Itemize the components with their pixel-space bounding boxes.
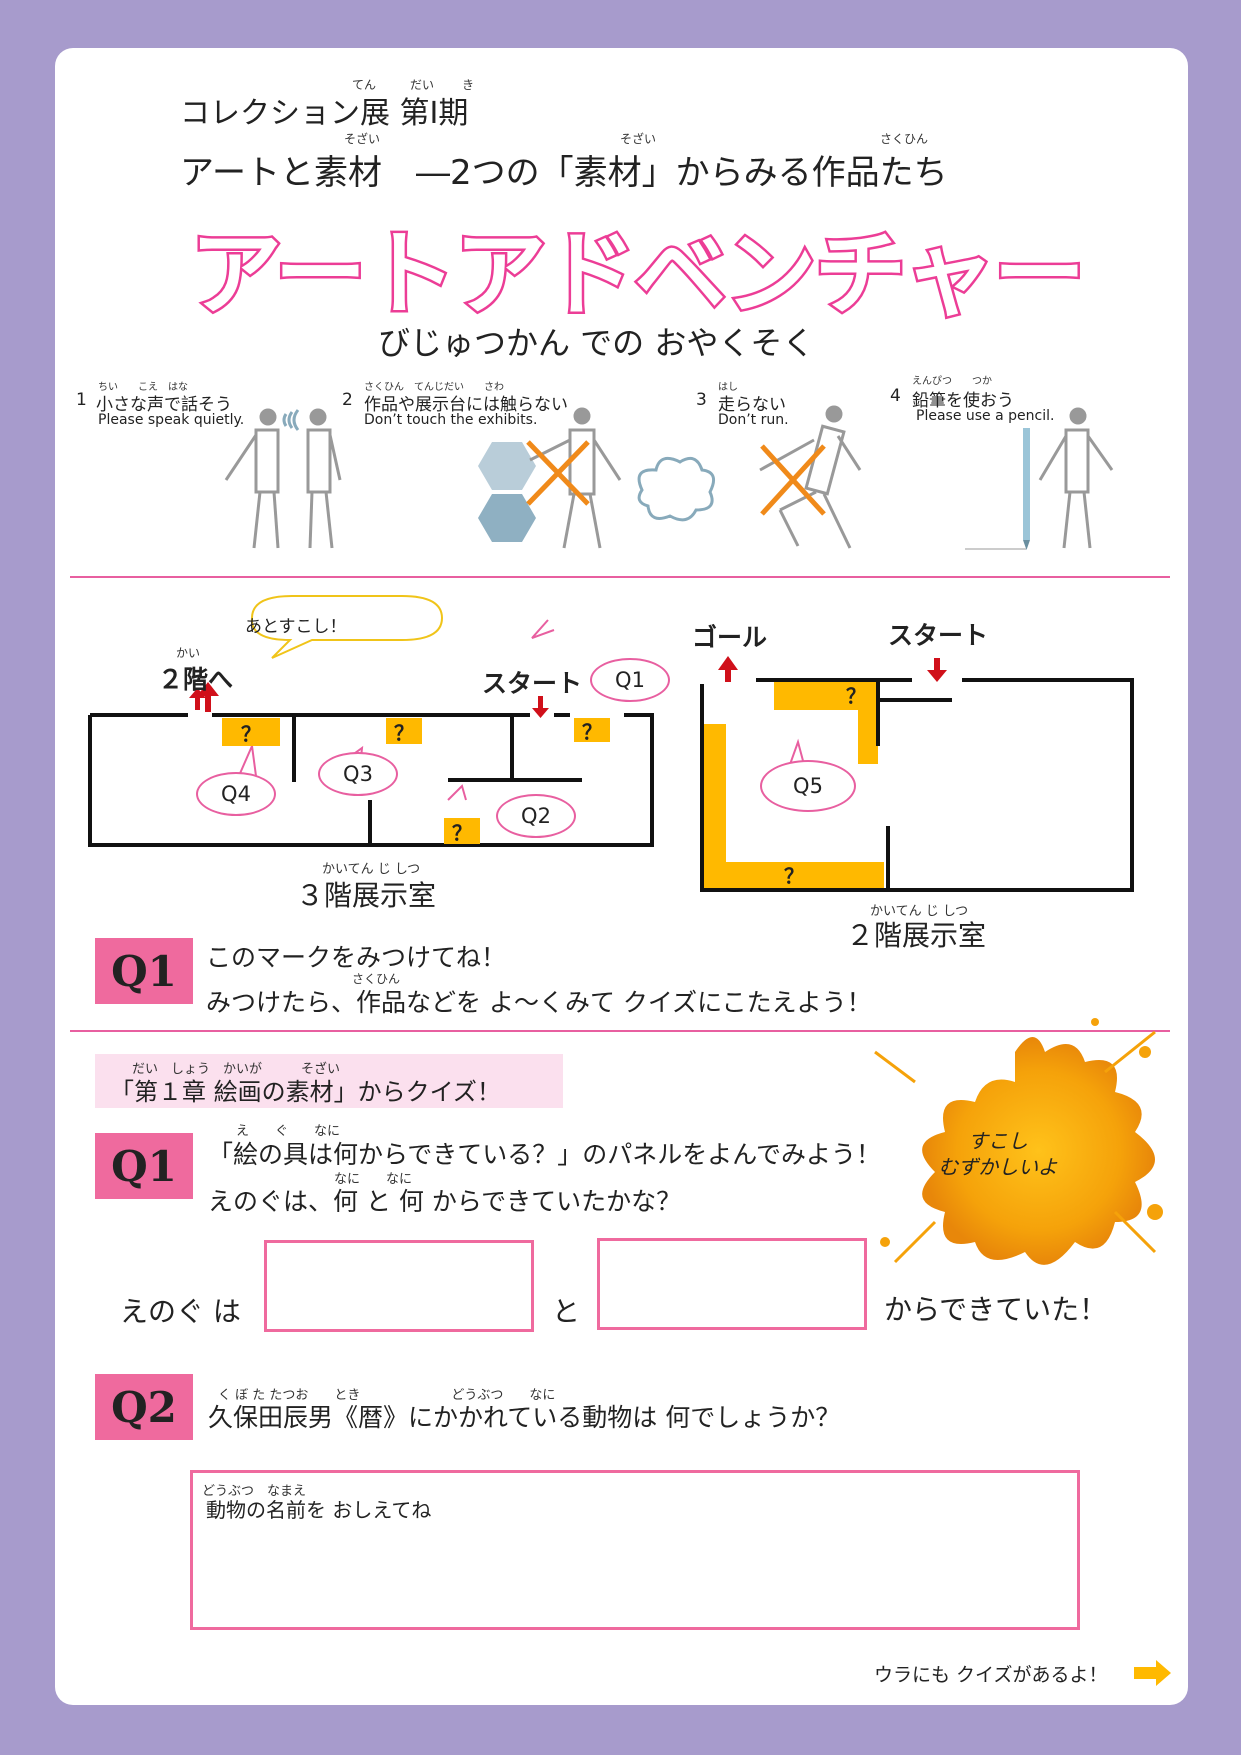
intro-q1-label: Q1 bbox=[95, 938, 193, 1004]
ruby-sakuhin: さくひん bbox=[880, 132, 929, 146]
paint-splash-icon bbox=[874, 1018, 1163, 1265]
section-divider-1 bbox=[70, 576, 1170, 578]
q1-line1: 「絵の具は何からできている？」のパネルをよんでみよう！ bbox=[208, 1140, 882, 1169]
answer-and: と bbox=[552, 1295, 581, 1328]
start-label-2f: スタート bbox=[888, 621, 989, 650]
ruby-sozai-2: そざい bbox=[620, 132, 657, 146]
to2f-ruby: かい bbox=[176, 646, 201, 660]
marker-q4: ？ bbox=[222, 718, 280, 746]
goal-label: ゴール bbox=[692, 623, 768, 652]
map-3f bbox=[88, 595, 654, 847]
marker-q2: ？ bbox=[444, 818, 480, 845]
marker-q5-top: ？ bbox=[846, 684, 866, 708]
up-arrow-icon-2 bbox=[189, 688, 206, 710]
section-divider-2 bbox=[70, 1030, 1170, 1032]
intro-q1-line1: このマークをみつけてね！ bbox=[206, 943, 507, 972]
no-touch-icon bbox=[478, 407, 622, 549]
ruby-ten: てん bbox=[352, 78, 377, 92]
right-arrow-icon bbox=[1134, 1660, 1171, 1686]
rule-2-en: Don’t touch the exhibits. bbox=[364, 412, 538, 428]
to-2f-label: ２階へ bbox=[158, 665, 234, 694]
marker-q3: ？ bbox=[386, 718, 422, 745]
rule-3-num: 3 bbox=[696, 390, 707, 410]
rule-1-num: 1 bbox=[76, 390, 87, 410]
rule-4-text: 鉛筆を使おう bbox=[912, 391, 1014, 411]
rule-4-en: Please use a pencil. bbox=[916, 408, 1055, 424]
marker-wall-yellow bbox=[702, 680, 884, 888]
q1-bubble-tail bbox=[531, 619, 555, 639]
q2-text: 久保田辰男《暦》にかかれている動物は 何でしょうか？ bbox=[208, 1403, 841, 1432]
exhibition-name: コレクション展 第Ⅰ期 bbox=[180, 96, 469, 131]
q1-label: Q1 bbox=[95, 1133, 193, 1199]
intro-q1-line2: みつけたら、作品などを よ～くみて クイズにこたえよう！ bbox=[206, 988, 872, 1017]
rule-2-text: 作品や展示台には触らない bbox=[364, 395, 568, 415]
rule-4-ruby: えんぴつ つか bbox=[912, 376, 992, 387]
callout-bubble bbox=[250, 595, 444, 659]
down-arrow-icon bbox=[532, 696, 549, 718]
q2-ruby: く ぼ た たつお とき どうぶつ なに bbox=[218, 1388, 556, 1403]
page-title: アートアドベンチャー bbox=[190, 221, 1086, 328]
promise-heading: びじゅつかん での おやくそく bbox=[378, 324, 815, 362]
q1-line2: えのぐは、何 と 何 からできていたかな？ bbox=[208, 1187, 682, 1216]
q2-bubble-tail bbox=[447, 784, 467, 801]
ruby-dai: だい bbox=[410, 78, 435, 92]
marker-q1: ？ bbox=[574, 718, 610, 744]
bubble-q2: Q2 bbox=[496, 794, 576, 838]
start-label-3f: スタート bbox=[482, 669, 583, 698]
no-running-icon bbox=[637, 405, 862, 549]
q1-line1-ruby: え ぐ なに bbox=[236, 1124, 341, 1139]
q2-label: Q2 bbox=[95, 1374, 193, 1440]
q2-box-label: 動物の名前を おしえてね bbox=[206, 1498, 432, 1522]
chapter-title: 「第１章 絵画の素材」からクイズ！ bbox=[110, 1078, 501, 1106]
rule-3-en: Don’t run. bbox=[718, 412, 789, 428]
pencil-icon bbox=[965, 407, 1114, 550]
answer-suffix: からできていた！ bbox=[884, 1293, 1108, 1326]
speak-quietly-icon bbox=[224, 408, 342, 549]
q2-box-ruby: どうぶつ なまえ bbox=[202, 1484, 307, 1499]
room-2f-label: ２階展示室 bbox=[846, 919, 987, 952]
page-title-outline: アートアドベンチャー bbox=[188, 219, 1089, 331]
splash-text: すこし むずかしいよ bbox=[938, 1129, 1058, 1179]
chapter-banner bbox=[95, 1054, 563, 1108]
room-3f-label: ３階展示室 bbox=[296, 879, 437, 912]
rule-2-num: 2 bbox=[342, 390, 353, 410]
exhibition-subtitle: アートと素材 ―2つの「素材」からみる作品たち bbox=[180, 153, 948, 193]
map-2f bbox=[700, 656, 1134, 892]
marker-q5-bottom: ？ bbox=[784, 864, 804, 888]
room-2f-ruby: かいてん じ しつ bbox=[870, 904, 969, 919]
answer-box-2[interactable] bbox=[597, 1238, 867, 1330]
up-arrow-icon bbox=[718, 656, 738, 682]
answer-prefix: えのぐ は bbox=[120, 1295, 241, 1328]
ruby-sozai-1: そざい bbox=[344, 132, 381, 146]
rule-1-ruby: ちい こえ はな bbox=[98, 382, 188, 393]
rule-3-ruby: はし bbox=[718, 382, 738, 393]
chapter-ruby: だい しょう かいが そざい bbox=[132, 1062, 341, 1077]
bubble-q1: Q1 bbox=[590, 658, 670, 702]
callout-text: あとすこし！ bbox=[245, 617, 347, 637]
rule-2-ruby: さくひん てんじだい さわ bbox=[364, 382, 504, 393]
bubble-q5: Q5 bbox=[760, 760, 856, 812]
ruby-ki: き bbox=[462, 78, 475, 92]
worksheet-sheet bbox=[55, 48, 1188, 1705]
intro-q1-ruby: さくひん bbox=[352, 972, 401, 986]
room-3f-ruby: かいてん じ しつ bbox=[322, 862, 421, 877]
q2-answer-box[interactable] bbox=[190, 1470, 1080, 1630]
down-arrow-icon bbox=[927, 658, 947, 682]
rule-1-en: Please speak quietly. bbox=[98, 412, 245, 428]
rule-4-num: 4 bbox=[890, 386, 901, 406]
bubble-q4: Q4 bbox=[196, 772, 276, 816]
answer-box-1[interactable] bbox=[264, 1240, 534, 1332]
rule-1-text: 小さな声で話そう bbox=[96, 395, 232, 415]
up-arrow-icon bbox=[197, 682, 219, 712]
rules-illustration bbox=[224, 405, 1114, 550]
q1-line2-ruby: なに なに bbox=[334, 1172, 413, 1187]
rule-3-text: 走らない bbox=[718, 395, 786, 415]
footer-text: ウラにも クイズがあるよ！ bbox=[874, 1664, 1108, 1686]
q4-bubble-tail bbox=[237, 742, 257, 779]
bubble-q3: Q3 bbox=[318, 752, 398, 796]
